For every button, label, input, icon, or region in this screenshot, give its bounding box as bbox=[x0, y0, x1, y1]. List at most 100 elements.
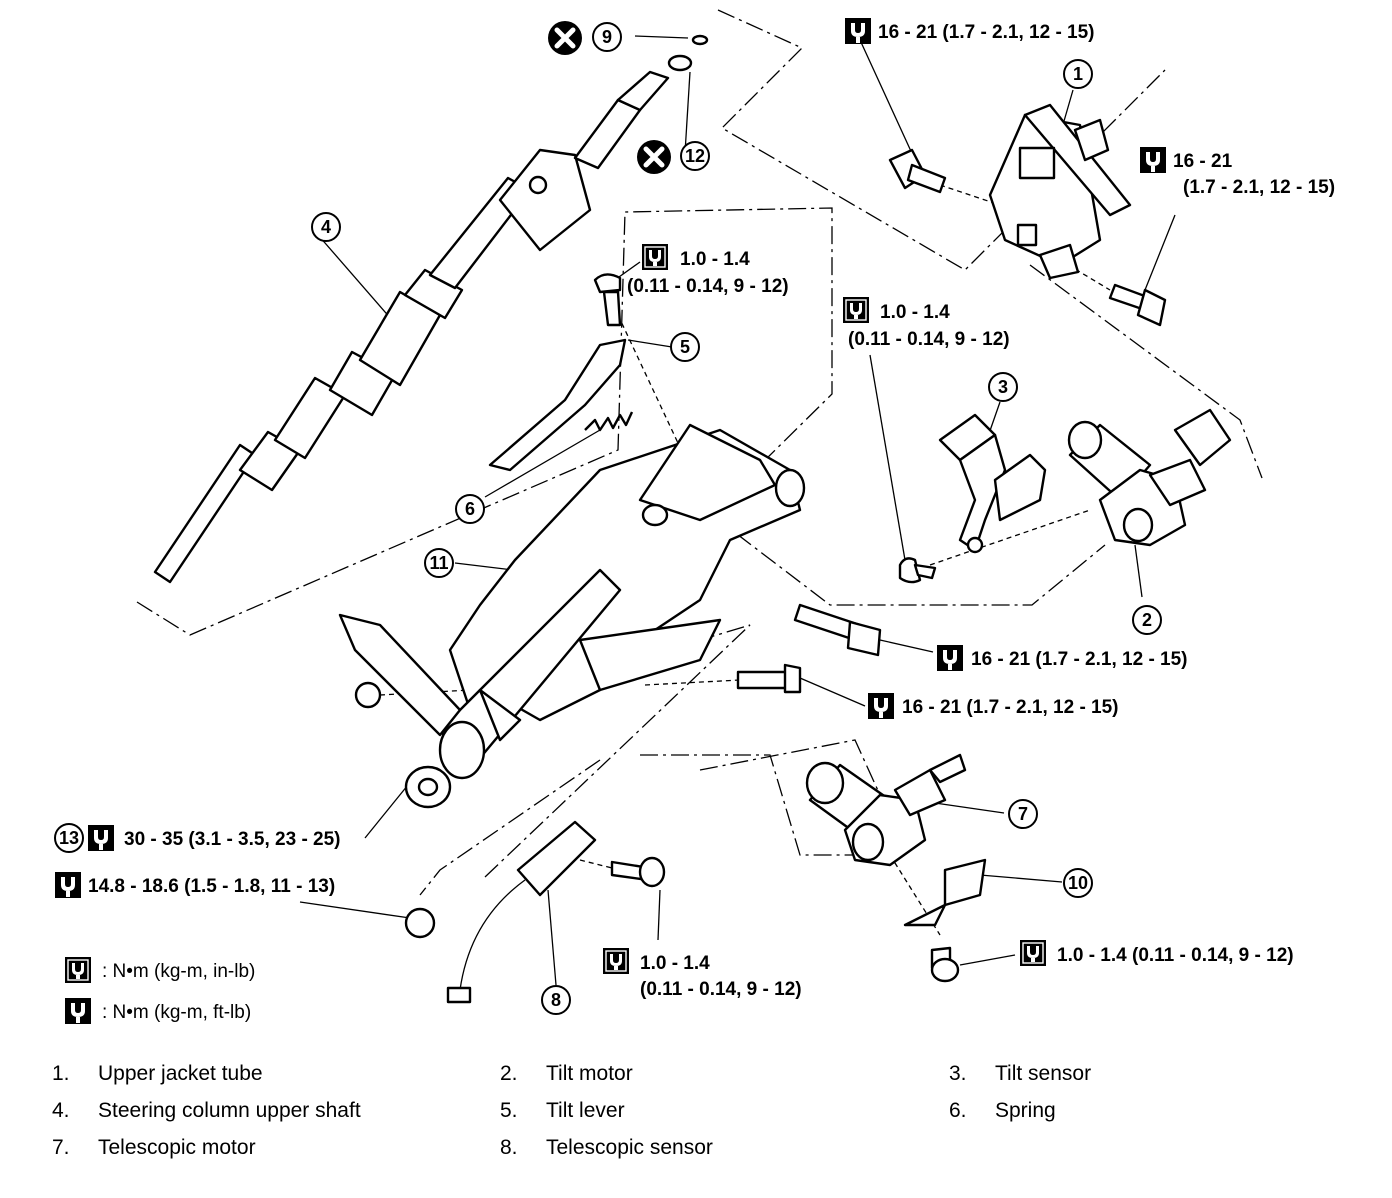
list-item: 6.Spring bbox=[949, 1099, 1056, 1122]
callout-2: 2 bbox=[1132, 605, 1162, 635]
svg-text:16 - 21 (1.7 - 2.1, 12 - 15): 16 - 21 (1.7 - 2.1, 12 - 15) bbox=[971, 649, 1188, 670]
svg-text:6: 6 bbox=[465, 499, 475, 519]
list-item: 1.Upper jacket tube bbox=[52, 1062, 263, 1085]
parts-list: 1.Upper jacket tube 2.Tilt motor 3.Tilt … bbox=[52, 1062, 1372, 1173]
list-item: 5.Tilt lever bbox=[500, 1099, 625, 1122]
collar bbox=[404, 765, 452, 809]
svg-text:3: 3 bbox=[998, 377, 1008, 397]
install-paths bbox=[379, 184, 1111, 936]
torque-ftlb-icon bbox=[1140, 147, 1166, 173]
spring bbox=[584, 411, 634, 432]
list-item: 3.Tilt sensor bbox=[949, 1062, 1092, 1085]
svg-text:8: 8 bbox=[551, 990, 561, 1010]
svg-text:1: 1 bbox=[1073, 64, 1083, 84]
svg-text:16 - 21 (1.7 - 2.1, 12 - 15): 16 - 21 (1.7 - 2.1, 12 - 15) bbox=[878, 22, 1095, 43]
svg-text:: N•m (kg-m, in-lb): : N•m (kg-m, in-lb) bbox=[102, 961, 255, 982]
column-main-housing bbox=[338, 423, 806, 780]
svg-text:11: 11 bbox=[429, 553, 448, 573]
callout-7: 7 bbox=[1008, 799, 1038, 829]
torque-ftlb-icon bbox=[845, 18, 871, 44]
callout-13: 13 bbox=[54, 823, 84, 853]
tilt-sensor bbox=[938, 413, 1047, 554]
svg-text:16 - 21: 16 - 21 bbox=[1173, 151, 1233, 172]
leader-lines bbox=[299, 35, 1176, 986]
bracket-screw bbox=[930, 946, 960, 983]
upper-jacket-tube-bracket bbox=[988, 103, 1132, 280]
callout-8: 8 bbox=[541, 985, 571, 1015]
torque-ftlb-icon bbox=[937, 645, 963, 671]
svg-text:(0.11 - 0.14, 9 - 12): (0.11 - 0.14, 9 - 12) bbox=[640, 979, 802, 1000]
torque-ftlb-icon bbox=[868, 693, 894, 719]
tilt-lever bbox=[488, 273, 627, 472]
list-item: 4.Steering column upper shaft bbox=[52, 1099, 361, 1122]
callout-3: 3 bbox=[988, 372, 1018, 402]
torque-spec-5: 16 - 21 (1.7 - 2.1, 12 - 15) bbox=[937, 645, 1188, 671]
torque-ftlb-icon bbox=[88, 825, 114, 851]
tilt-sensor-screw bbox=[898, 557, 937, 584]
discard-9-icon bbox=[548, 21, 582, 55]
callout-11: 11 bbox=[424, 548, 454, 578]
torque-spec-3: 1.0 - 1.4 (0.11 - 0.14, 9 - 12) bbox=[627, 243, 789, 297]
svg-text:30 - 35 (3.1 - 3.5, 23 - 25): 30 - 35 (3.1 - 3.5, 23 - 25) bbox=[124, 829, 341, 850]
svg-text:(0.11 - 0.14, 9 - 12): (0.11 - 0.14, 9 - 12) bbox=[627, 276, 789, 297]
bolt-upper-left bbox=[888, 148, 947, 194]
list-item: 8.Telescopic sensor bbox=[500, 1136, 713, 1159]
torque-spec-8: 14.8 - 18.6 (1.5 - 1.8, 11 - 13) bbox=[55, 872, 335, 898]
steering-column-upper-shaft bbox=[153, 70, 670, 584]
torque-spec-2: 16 - 21 (1.7 - 2.1, 12 - 15) bbox=[1140, 147, 1335, 198]
discard-12-icon bbox=[637, 140, 671, 174]
torque-spec-6: 16 - 21 (1.7 - 2.1, 12 - 15) bbox=[868, 693, 1119, 719]
torque-inlb-icon bbox=[641, 243, 669, 271]
svg-text:5: 5 bbox=[680, 337, 690, 357]
telescopic-sensor-screw bbox=[610, 856, 666, 888]
torque-spec-9: 1.0 - 1.4 (0.11 - 0.14, 9 - 12) bbox=[602, 947, 802, 1000]
callout-9: 9 bbox=[592, 22, 622, 52]
svg-text:9: 9 bbox=[602, 27, 612, 47]
callout-1: 1 bbox=[1063, 59, 1093, 89]
svg-text:16 - 21 (1.7 - 2.1, 12 - 15): 16 - 21 (1.7 - 2.1, 12 - 15) bbox=[902, 697, 1119, 718]
telescopic-motor bbox=[805, 753, 967, 867]
parts-row: 4.Steering column upper shaft 5.Tilt lev… bbox=[52, 1099, 1372, 1136]
svg-text:1.0 - 1.4: 1.0 - 1.4 bbox=[880, 302, 950, 323]
o-ring-12 bbox=[667, 54, 693, 72]
torque-ftlb-icon bbox=[65, 998, 91, 1024]
list-item: 7.Telescopic motor bbox=[52, 1136, 256, 1159]
torque-spec-4: 1.0 - 1.4 (0.11 - 0.14, 9 - 12) bbox=[842, 296, 1010, 350]
exploded-view-diagram: 9 12 1 4 5 3 6 11 2 7 10 13 bbox=[54, 9, 1335, 1024]
torque-inlb-icon bbox=[1019, 939, 1047, 967]
callout-6: 6 bbox=[455, 494, 485, 524]
svg-text:7: 7 bbox=[1018, 804, 1028, 824]
torque-spec-10: 1.0 - 1.4 (0.11 - 0.14, 9 - 12) bbox=[1019, 939, 1294, 967]
svg-text:2: 2 bbox=[1142, 610, 1152, 630]
svg-text:1.0 - 1.4: 1.0 - 1.4 bbox=[680, 249, 750, 270]
torque-spec-1: 16 - 21 (1.7 - 2.1, 12 - 15) bbox=[845, 18, 1095, 44]
svg-text:: N•m (kg-m, ft-lb): : N•m (kg-m, ft-lb) bbox=[102, 1002, 251, 1023]
svg-text:12: 12 bbox=[685, 146, 705, 166]
svg-text:14.8 - 18.6 (1.5 - 1.8, 11 - 1: 14.8 - 18.6 (1.5 - 1.8, 11 - 13) bbox=[88, 876, 335, 897]
torque-ftlb-icon bbox=[55, 872, 81, 898]
svg-text:1.0 - 1.4: 1.0 - 1.4 bbox=[640, 953, 710, 974]
bolt-upper-right bbox=[1108, 283, 1167, 327]
svg-text:13: 13 bbox=[59, 828, 79, 848]
o-ring-9 bbox=[691, 34, 709, 46]
torque-inlb-icon bbox=[842, 296, 870, 324]
parts-row: 1.Upper jacket tube 2.Tilt motor 3.Tilt … bbox=[52, 1062, 1372, 1099]
torque-spec-7: 30 - 35 (3.1 - 3.5, 23 - 25) bbox=[88, 825, 341, 851]
torque-inlb-icon bbox=[602, 947, 630, 975]
torque-inlb-icon bbox=[64, 956, 92, 984]
callout-4: 4 bbox=[311, 212, 341, 242]
list-item: 2.Tilt motor bbox=[500, 1062, 633, 1085]
tilt-motor bbox=[1067, 408, 1232, 547]
svg-text:10: 10 bbox=[1068, 873, 1088, 893]
bushing-13 bbox=[354, 681, 436, 939]
svg-text:(0.11 - 0.14, 9 - 12): (0.11 - 0.14, 9 - 12) bbox=[848, 329, 1010, 350]
callout-5: 5 bbox=[670, 332, 700, 362]
units-legend: : N•m (kg-m, in-lb) : N•m (kg-m, ft-lb) bbox=[64, 956, 255, 1024]
callout-10: 10 bbox=[1063, 868, 1093, 898]
svg-text:(1.7 - 2.1, 12 - 15): (1.7 - 2.1, 12 - 15) bbox=[1183, 177, 1335, 198]
svg-text:1.0 - 1.4 (0.11 - 0.14, 9 - 12: 1.0 - 1.4 (0.11 - 0.14, 9 - 12) bbox=[1057, 945, 1294, 966]
bolt-16-21-b bbox=[736, 663, 802, 694]
callout-12: 12 bbox=[680, 141, 710, 171]
telescopic-bracket bbox=[903, 858, 987, 927]
telescopic-sensor bbox=[446, 820, 597, 1004]
